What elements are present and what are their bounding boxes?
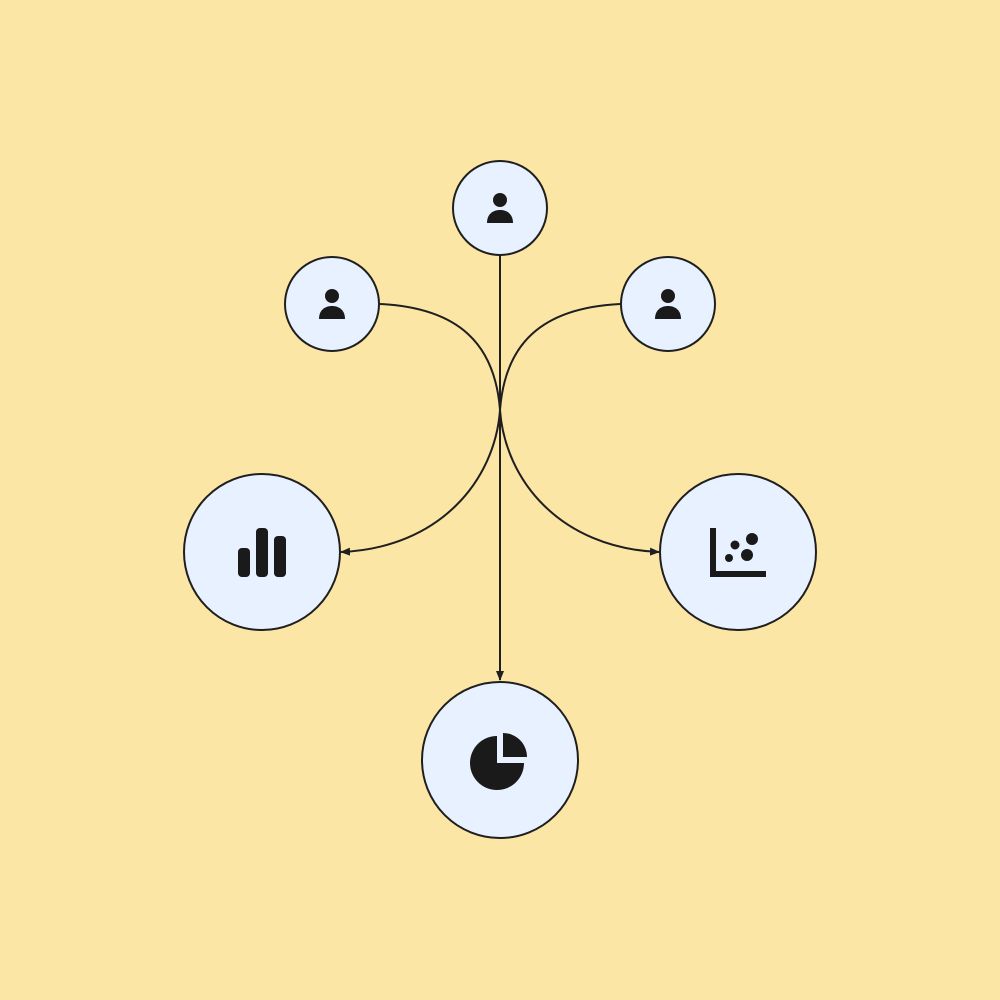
bar-chart-icon bbox=[238, 528, 286, 577]
user-icon bbox=[319, 289, 345, 319]
edge-user-right-to-bar-chart bbox=[340, 303, 621, 556]
pie-chart-icon bbox=[470, 733, 527, 790]
node-user-left[interactable] bbox=[284, 256, 380, 352]
node-pie-chart[interactable] bbox=[421, 681, 579, 839]
scatter-chart-icon bbox=[710, 528, 766, 577]
node-scatter-chart[interactable] bbox=[659, 473, 817, 631]
user-icon bbox=[655, 289, 681, 319]
node-user-right[interactable] bbox=[620, 256, 716, 352]
node-user-top[interactable] bbox=[452, 160, 548, 256]
node-bar-chart[interactable] bbox=[183, 473, 341, 631]
user-icon bbox=[487, 193, 513, 223]
